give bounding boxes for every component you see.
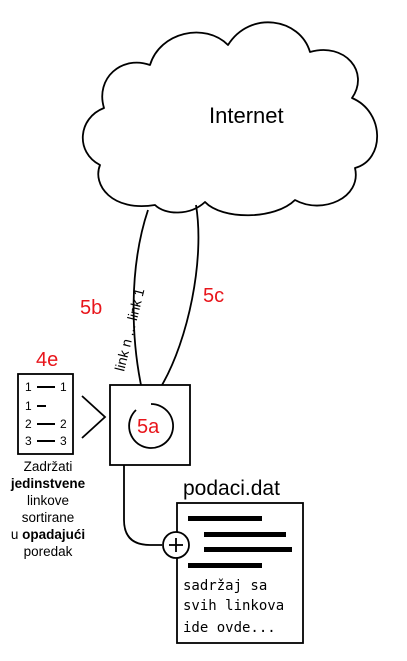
content-bar (204, 532, 286, 537)
step-label-5c: 5c (203, 285, 224, 307)
link-line-left (132, 209, 149, 386)
desc-line-5-bold: opadajući (22, 527, 86, 542)
content-bar (188, 563, 262, 568)
list-row-4-left: 3 (25, 434, 32, 448)
file-content-bars (188, 516, 292, 568)
list-row-3-left: 2 (25, 417, 32, 431)
desc-line-4: sortirane (21, 510, 75, 525)
list-row-4-right: 3 (60, 434, 67, 448)
step-label-5b: 5b (80, 297, 102, 319)
output-connector (123, 465, 162, 546)
list-row-2-left: 1 (25, 399, 32, 413)
sorted-list-rows: 1 1 1 2 2 3 3 (25, 380, 67, 448)
desc-line-1: Zadržati (23, 459, 73, 474)
chevron-arrow-icon (81, 395, 107, 439)
desc-line-6: poredak (23, 544, 73, 559)
file-content-line-3: ide ovde... (183, 620, 276, 636)
internet-cloud (81, 21, 378, 217)
step-box-5a (109, 384, 191, 466)
content-bar (204, 547, 292, 552)
step-label-5a: 5a (137, 416, 160, 438)
links-label: link n ... link 1 (111, 286, 147, 372)
desc-line-5-pre: u (10, 527, 23, 542)
plus-icon (162, 531, 190, 559)
file-document (176, 502, 304, 644)
desc-line-3: linkove (26, 493, 70, 508)
cloud-label: Internet (209, 103, 284, 128)
process-arc-icon (128, 403, 174, 449)
content-bar (188, 516, 262, 521)
link-line-right (161, 204, 200, 386)
list-row-1-left: 1 (25, 380, 32, 394)
step-label-4e: 4e (36, 349, 58, 371)
file-name: podaci.dat (183, 477, 280, 500)
file-content-line-2: svih linkova (183, 598, 284, 614)
list-row-3-right: 2 (60, 417, 67, 431)
desc-line-2-bold: jedinstvene (10, 476, 86, 491)
file-content-line-1: sadržaj sa (183, 578, 267, 594)
list-row-1-right: 1 (60, 380, 67, 394)
sort-description: Zadržati jedinstvene linkove sortirane u… (4, 458, 92, 560)
